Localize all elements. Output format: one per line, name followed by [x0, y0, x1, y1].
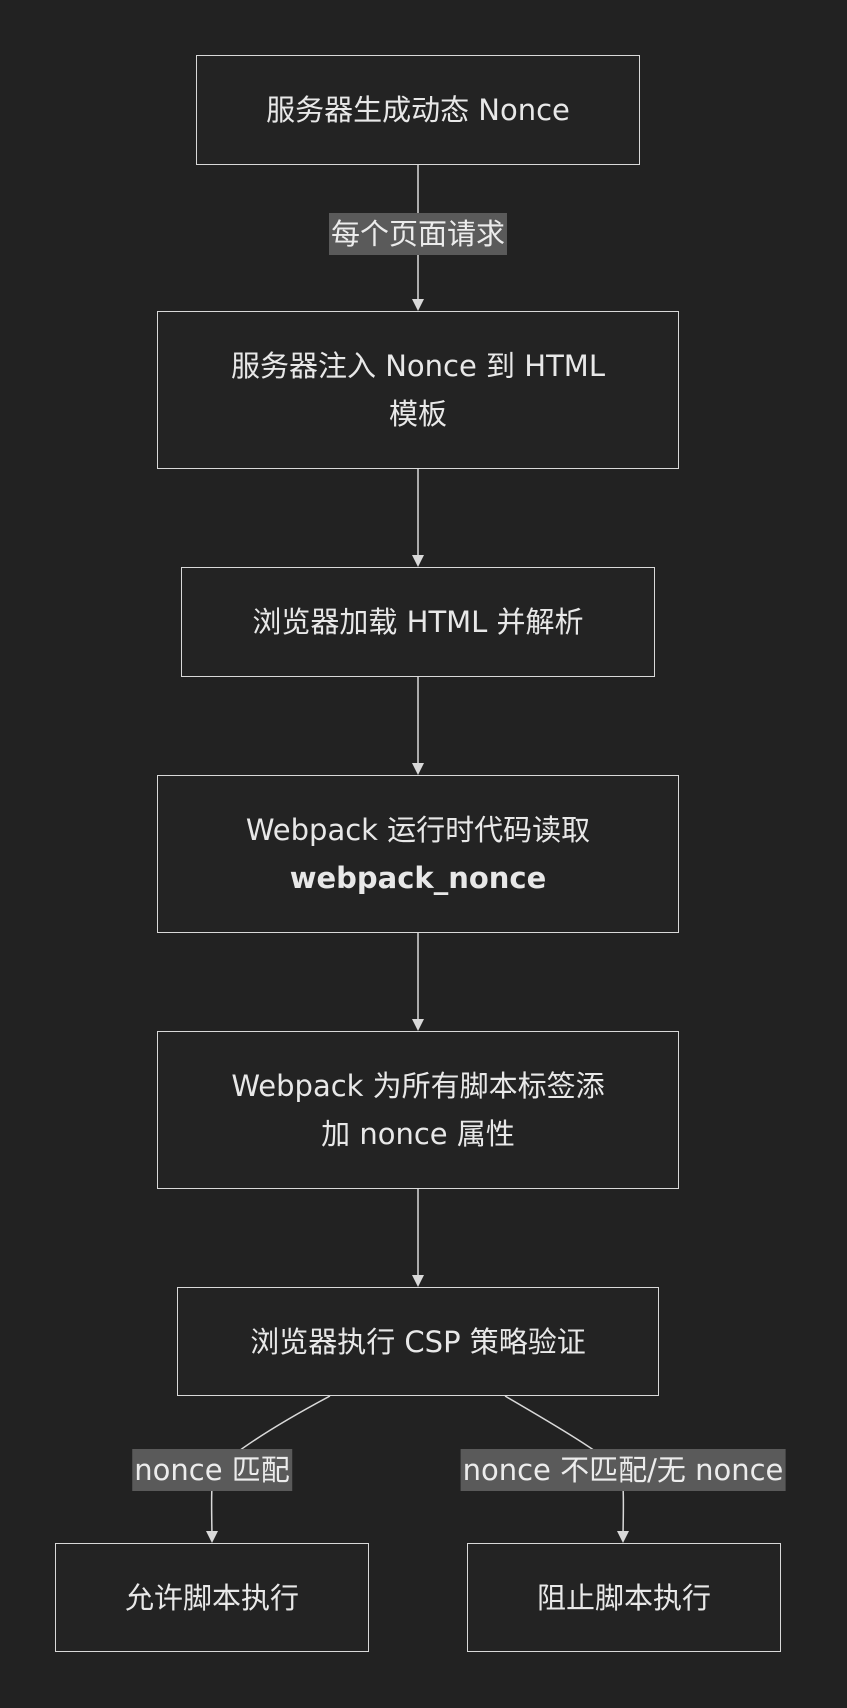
node-block-exec: 阻止脚本执行: [467, 1543, 781, 1652]
node-webpack-add-line1: Webpack 为所有脚本标签添: [231, 1069, 605, 1103]
node-block-exec-label: 阻止脚本执行: [536, 1580, 711, 1615]
node-webpack-read-line2: webpack_nonce: [289, 861, 547, 895]
edge-label-nonce-match: nonce 匹配: [132, 1449, 292, 1491]
node-webpack-read: Webpack 运行时代码读取 webpack_nonce: [157, 775, 679, 933]
node-browser-parse: 浏览器加载 HTML 并解析: [181, 567, 655, 677]
node-webpack-read-line1: Webpack 运行时代码读取: [245, 813, 591, 847]
node-generate-nonce: 服务器生成动态 Nonce: [196, 55, 640, 165]
node-inject-nonce-line1: 服务器注入 Nonce 到 HTML: [231, 349, 605, 383]
node-allow-exec-label: 允许脚本执行: [124, 1580, 299, 1615]
node-csp-verify: 浏览器执行 CSP 策略验证: [177, 1287, 659, 1396]
edge-label-per-request: 每个页面请求: [328, 213, 508, 255]
node-generate-nonce-label: 服务器生成动态 Nonce: [266, 93, 570, 127]
node-browser-parse-label: 浏览器加载 HTML 并解析: [252, 605, 584, 639]
node-inject-nonce-line2: 模板: [388, 397, 447, 431]
node-allow-exec: 允许脚本执行: [55, 1543, 369, 1652]
node-webpack-add-line2: 加 nonce 属性: [321, 1117, 515, 1151]
node-webpack-add: Webpack 为所有脚本标签添 加 nonce 属性: [157, 1031, 679, 1189]
edge-label-nonce-mismatch: nonce 不匹配/无 nonce: [460, 1449, 786, 1491]
node-csp-verify-label: 浏览器执行 CSP 策略验证: [250, 1324, 586, 1359]
node-inject-nonce: 服务器注入 Nonce 到 HTML 模板: [157, 311, 679, 469]
